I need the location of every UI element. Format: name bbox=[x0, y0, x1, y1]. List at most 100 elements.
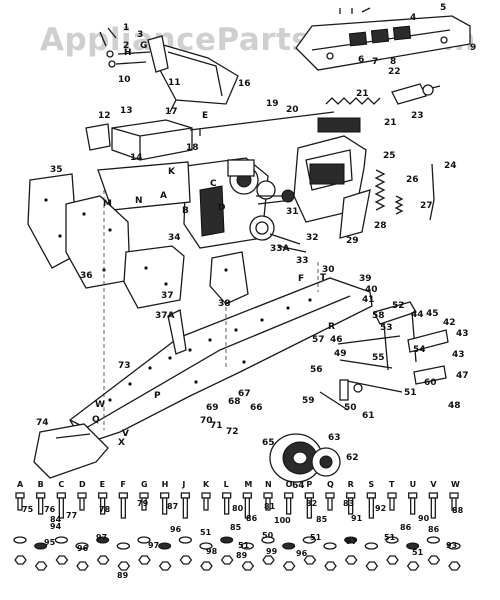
hardware-number: 98 bbox=[206, 547, 218, 556]
bolt-head bbox=[180, 492, 190, 499]
hardware-extra-label: 51 bbox=[200, 528, 212, 537]
bolt-head bbox=[15, 492, 25, 499]
callout-label: 59 bbox=[302, 396, 315, 406]
callout-label: 30 bbox=[322, 265, 335, 275]
hardware-letter: F bbox=[120, 480, 125, 489]
engine-assembly bbox=[169, 157, 307, 253]
hex-nut bbox=[179, 555, 193, 565]
callout-label: 53 bbox=[380, 323, 393, 333]
hardware-letter: U bbox=[410, 480, 417, 489]
hex-nut bbox=[96, 555, 110, 565]
reference-letter: F bbox=[298, 274, 304, 284]
callout-label: 33 bbox=[296, 256, 309, 266]
hardware-number: 97 bbox=[148, 541, 159, 550]
callout-label: 37 bbox=[161, 291, 174, 301]
hardware-letter: P bbox=[306, 480, 312, 489]
side-plates bbox=[27, 161, 249, 309]
callout-label: 68 bbox=[228, 397, 241, 407]
callout-label: 29 bbox=[346, 236, 359, 246]
washer bbox=[406, 542, 420, 550]
callout-label: 5 bbox=[440, 3, 446, 13]
callout-label: 19 bbox=[266, 99, 279, 109]
callout-label: 21 bbox=[384, 118, 397, 128]
bolt-head bbox=[449, 492, 459, 499]
callout-label: 45 bbox=[426, 309, 439, 319]
hardware-letter: W bbox=[451, 480, 460, 489]
washer bbox=[13, 536, 27, 544]
hardware-number: 85 bbox=[316, 515, 328, 524]
washer bbox=[34, 542, 48, 550]
bolt-shank bbox=[79, 497, 85, 511]
callout-label: 21 bbox=[356, 89, 369, 99]
bolt-shank bbox=[141, 497, 147, 511]
callout-label: 7 bbox=[372, 57, 378, 67]
callout-label: 32 bbox=[306, 233, 319, 243]
reference-letter: N bbox=[135, 196, 143, 206]
bolt-head bbox=[284, 492, 294, 499]
washer bbox=[323, 542, 337, 550]
washer bbox=[137, 536, 151, 544]
callout-label: 54 bbox=[413, 345, 426, 355]
callout-label: 39 bbox=[359, 274, 372, 284]
hardware-letter: B bbox=[38, 480, 44, 489]
bolt-head bbox=[98, 492, 108, 499]
hardware-number: 91 bbox=[351, 514, 363, 523]
bolt-shank bbox=[306, 497, 312, 519]
hardware-extra-label: 97 bbox=[346, 537, 357, 546]
bolt-shank bbox=[348, 497, 354, 515]
hex-nut bbox=[117, 561, 131, 571]
reference-letter: P bbox=[154, 391, 161, 401]
springs bbox=[317, 97, 435, 221]
bolt-shank bbox=[182, 497, 188, 519]
hardware-letter: L bbox=[224, 480, 229, 489]
rear-linkage bbox=[319, 301, 449, 411]
hardware-letter: G bbox=[141, 480, 148, 489]
hardware-extra-label: 51 bbox=[384, 533, 396, 542]
reference-letter: V bbox=[122, 429, 129, 439]
callout-label: 12 bbox=[98, 111, 111, 121]
hex-nut bbox=[262, 555, 275, 565]
hardware-letter: K bbox=[203, 480, 210, 489]
bolt-shank bbox=[100, 497, 106, 515]
hardware-number: 78 bbox=[99, 505, 111, 514]
bolt-head bbox=[408, 492, 418, 499]
bolt-head bbox=[222, 492, 232, 499]
wheel bbox=[269, 433, 341, 483]
callout-label: 26 bbox=[406, 175, 419, 185]
seat bbox=[293, 135, 371, 239]
hardware-letter: H bbox=[162, 480, 169, 489]
hardware-number: 84 bbox=[50, 515, 62, 524]
hex-nut bbox=[76, 561, 89, 571]
washer bbox=[385, 536, 399, 544]
callout-label: 1 bbox=[123, 23, 129, 33]
washer bbox=[54, 536, 68, 544]
bolt-shank bbox=[120, 497, 126, 519]
callout-label: 57 bbox=[312, 335, 325, 345]
reference-letter: K bbox=[168, 167, 176, 177]
hardware-number: 87 bbox=[167, 502, 178, 511]
callout-label: 49 bbox=[334, 349, 347, 359]
callout-label: 67 bbox=[238, 389, 251, 399]
hex-nut bbox=[241, 561, 255, 571]
callout-label: 8 bbox=[390, 57, 396, 67]
hardware-letter: E bbox=[100, 480, 105, 489]
bolt-shank bbox=[58, 497, 64, 519]
hardware-number: 94 bbox=[50, 522, 62, 531]
callout-label: 2 bbox=[123, 41, 129, 51]
washer bbox=[302, 536, 316, 544]
hardware-number: 92 bbox=[375, 504, 386, 513]
hex-nut bbox=[158, 561, 172, 571]
hood-assembly bbox=[99, 27, 239, 113]
reference-letter: M bbox=[103, 199, 112, 209]
callout-label: 72 bbox=[226, 427, 239, 437]
callout-label: 55 bbox=[372, 353, 385, 363]
hex-nut bbox=[220, 555, 234, 565]
bolt-shank bbox=[368, 497, 374, 519]
bolt-shank bbox=[430, 497, 436, 519]
dashboard-panel bbox=[295, 7, 471, 71]
callout-label: 64 bbox=[292, 481, 305, 491]
reference-letter: R bbox=[328, 322, 335, 332]
callout-label: 27 bbox=[420, 201, 433, 211]
